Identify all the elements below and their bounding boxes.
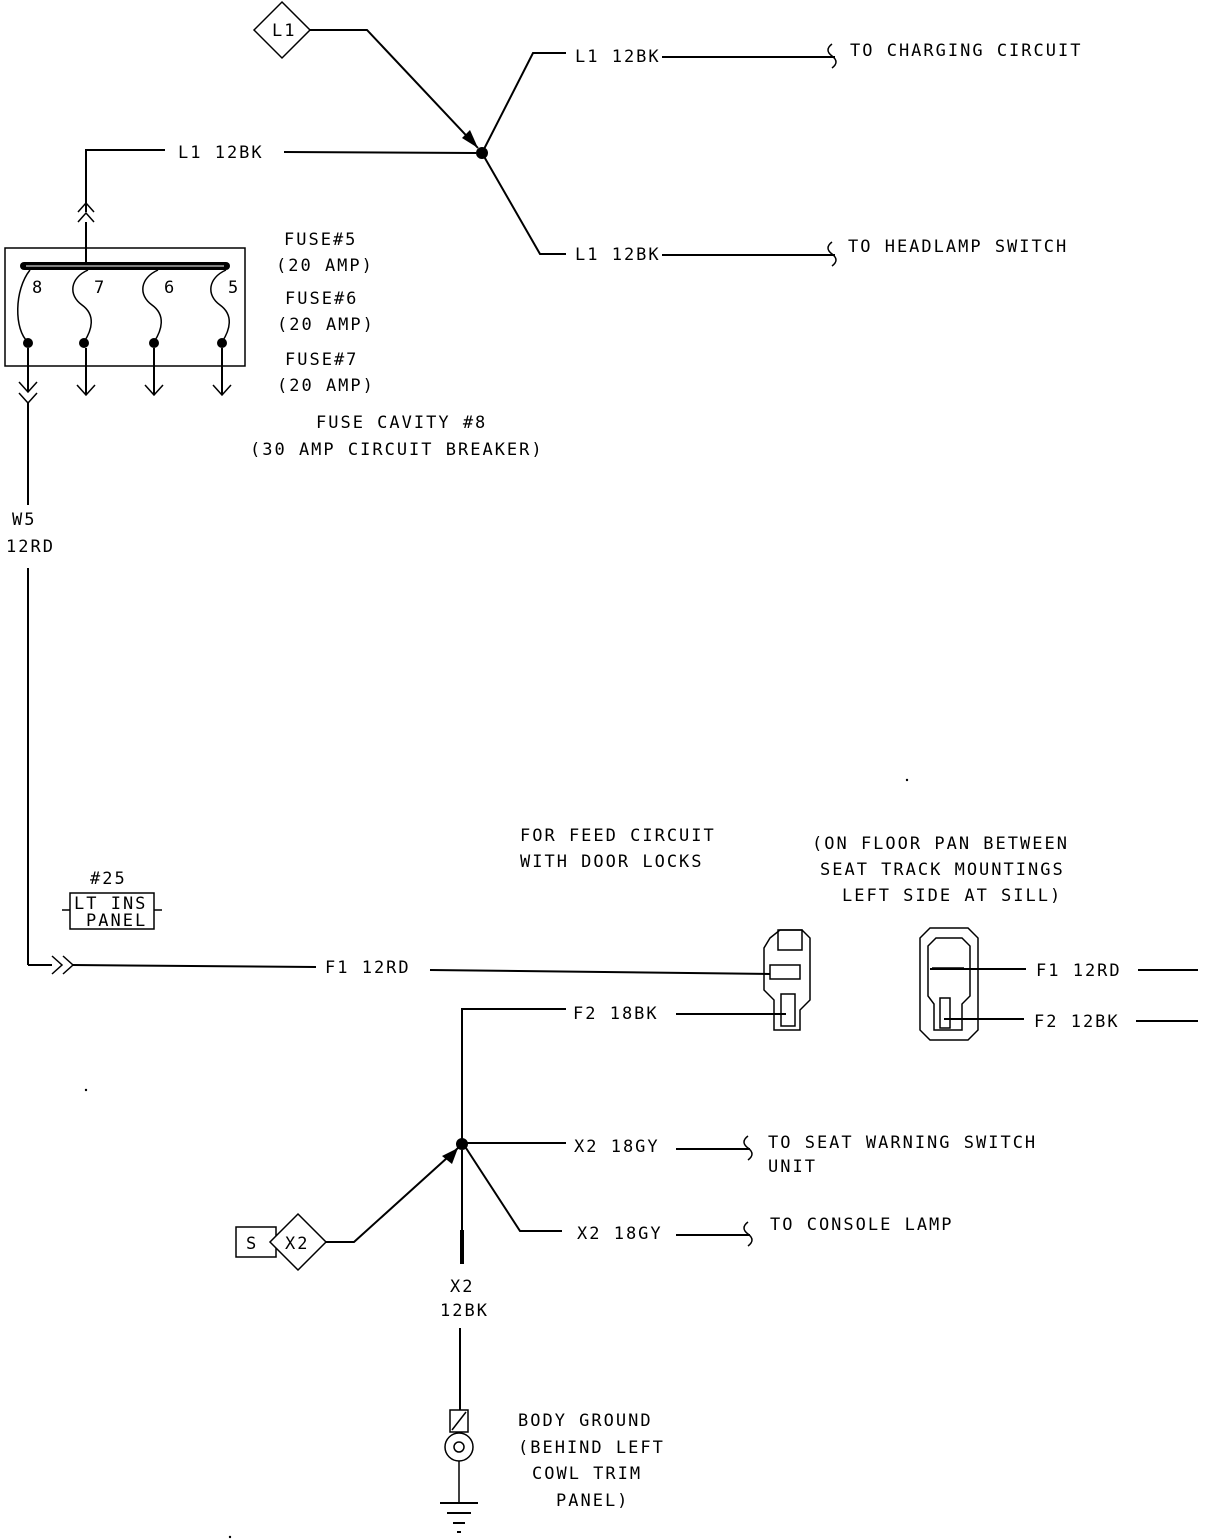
fuse-cavity-6-element <box>142 269 162 343</box>
fuse-output-arrow-8 <box>18 381 38 394</box>
lt-ins-panel-tag: #25 LT INS PANEL <box>62 869 162 931</box>
door-lock-connector-right <box>919 927 979 1041</box>
lt-ins-connector-b <box>62 955 75 975</box>
wire-l1-charging <box>481 52 566 154</box>
wire-x2-splice-feed <box>326 1147 459 1243</box>
fuse5-rating: (20 AMP) <box>276 256 374 276</box>
wire-f2-left <box>461 1008 566 1142</box>
wire-label-l1-charging: L1 12BK <box>575 47 661 67</box>
fuse-cavity-number-6: 6 <box>164 278 176 298</box>
wire-label-w5: W5 <box>12 510 36 530</box>
cavity8-rating: (30 AMP CIRCUIT BREAKER) <box>250 440 544 460</box>
lt-ins-connector-a <box>51 955 64 975</box>
ground-line1: BODY GROUND <box>518 1411 653 1431</box>
wire-f1-to-connector <box>429 969 771 975</box>
wire-label-l1-headlamp: L1 12BK <box>575 245 661 265</box>
body-ground-symbol <box>440 1409 478 1533</box>
ground-line4: PANEL) <box>556 1491 629 1511</box>
fuse7-label: FUSE#7 <box>285 350 358 370</box>
wire-label-w5-gauge: 12RD <box>6 537 55 557</box>
headlamp-break-symbol <box>827 241 837 267</box>
wire-label-x2-console: X2 18GY <box>577 1224 663 1244</box>
wire-label-f2-left: F2 18BK <box>573 1004 659 1024</box>
w5-connector <box>18 392 38 405</box>
wire-label-f1-left: F1 12RD <box>325 958 411 978</box>
wire-label-l1-fuse: L1 12BK <box>178 143 264 163</box>
fuse7-rating: (20 AMP) <box>277 376 375 396</box>
fuse-block-outline <box>4 247 246 367</box>
fuse-cavity-8-element <box>17 269 31 343</box>
dest-charging: TO CHARGING CIRCUIT <box>850 41 1082 61</box>
note-floor-3: LEFT SIDE AT SILL) <box>842 886 1062 906</box>
dest-seat-2: UNIT <box>768 1157 817 1177</box>
dest-console: TO CONSOLE LAMP <box>770 1215 954 1235</box>
fuse-terminal-6 <box>149 338 159 348</box>
dest-headlamp: TO HEADLAMP SWITCH <box>848 237 1068 257</box>
lt-ins-number: #25 <box>90 869 127 889</box>
note-floor-2: SEAT TRACK MOUNTINGS <box>820 860 1065 880</box>
fuse-terminal-7 <box>79 338 89 348</box>
fuse-block: 8 7 6 5 <box>4 247 246 367</box>
wire-label-x2-seat: X2 18GY <box>574 1137 660 1157</box>
door-lock-connector-left <box>763 929 811 1031</box>
note-feed-2: WITH DOOR LOCKS <box>520 852 704 872</box>
lt-ins-line2: PANEL <box>86 911 147 931</box>
x2-splice-arrow <box>442 1148 458 1164</box>
fuse6-rating: (20 AMP) <box>277 315 375 335</box>
ground-line2: (BEHIND LEFT <box>518 1438 665 1458</box>
wire-f1-left <box>72 964 317 968</box>
wire-l1-fuse-left <box>85 149 165 212</box>
l1-connector: L1 <box>252 0 312 60</box>
wire-l1-fuse-right <box>283 151 477 154</box>
splice-x2 <box>456 1138 468 1150</box>
wire-label-x2-ground-gauge: 12BK <box>440 1301 489 1321</box>
fuse-input-connector <box>77 201 95 213</box>
fuse-terminal-8 <box>23 338 33 348</box>
l1-feed-arrow <box>462 130 478 148</box>
x2-splice-label: X2 <box>285 1234 309 1254</box>
fuse-cavity-5-element <box>210 269 230 343</box>
fuse6-label: FUSE#6 <box>285 289 358 309</box>
fuse5-label: FUSE#5 <box>284 230 357 250</box>
lt-ins-line1: LT INS <box>74 894 147 914</box>
x2-splice-s: S <box>246 1234 258 1254</box>
l1-connector-label: L1 <box>272 21 296 41</box>
fuse-cavity-number-5: 5 <box>228 278 240 298</box>
x2-splice-tag: S X2 <box>235 1212 328 1272</box>
wire-l1-headlamp <box>481 152 566 255</box>
wire-label-f2-right: F2 12BK <box>1034 1012 1120 1032</box>
fuse-input-connector-2 <box>77 211 95 223</box>
wire-x2-console <box>465 1147 562 1232</box>
fuse-cavity-7-element <box>72 269 92 343</box>
note-floor-1: (ON FLOOR PAN BETWEEN <box>812 834 1069 854</box>
wire-label-f1-right: F1 12RD <box>1036 961 1122 981</box>
fuse-cavity-number-7: 7 <box>94 278 106 298</box>
dest-seat-1: TO SEAT WARNING SWITCH <box>768 1133 1037 1153</box>
fuse-output-arrow-6 <box>144 384 164 397</box>
console-break-symbol <box>743 1221 753 1247</box>
cavity8-label: FUSE CAVITY #8 <box>316 413 487 433</box>
fuse-output-arrow-7 <box>76 384 96 397</box>
wire-label-x2-ground: X2 <box>450 1277 474 1297</box>
seat-break-symbol <box>743 1135 753 1161</box>
l1-feed-wire <box>310 29 479 149</box>
ground-line3: COWL TRIM <box>532 1464 642 1484</box>
note-feed-1: FOR FEED CIRCUIT <box>520 826 716 846</box>
fuse-terminal-5 <box>217 338 227 348</box>
charging-break-symbol <box>827 43 837 69</box>
fuse-output-arrow-5 <box>212 384 232 397</box>
fuse-cavity-number-8: 8 <box>32 278 44 298</box>
